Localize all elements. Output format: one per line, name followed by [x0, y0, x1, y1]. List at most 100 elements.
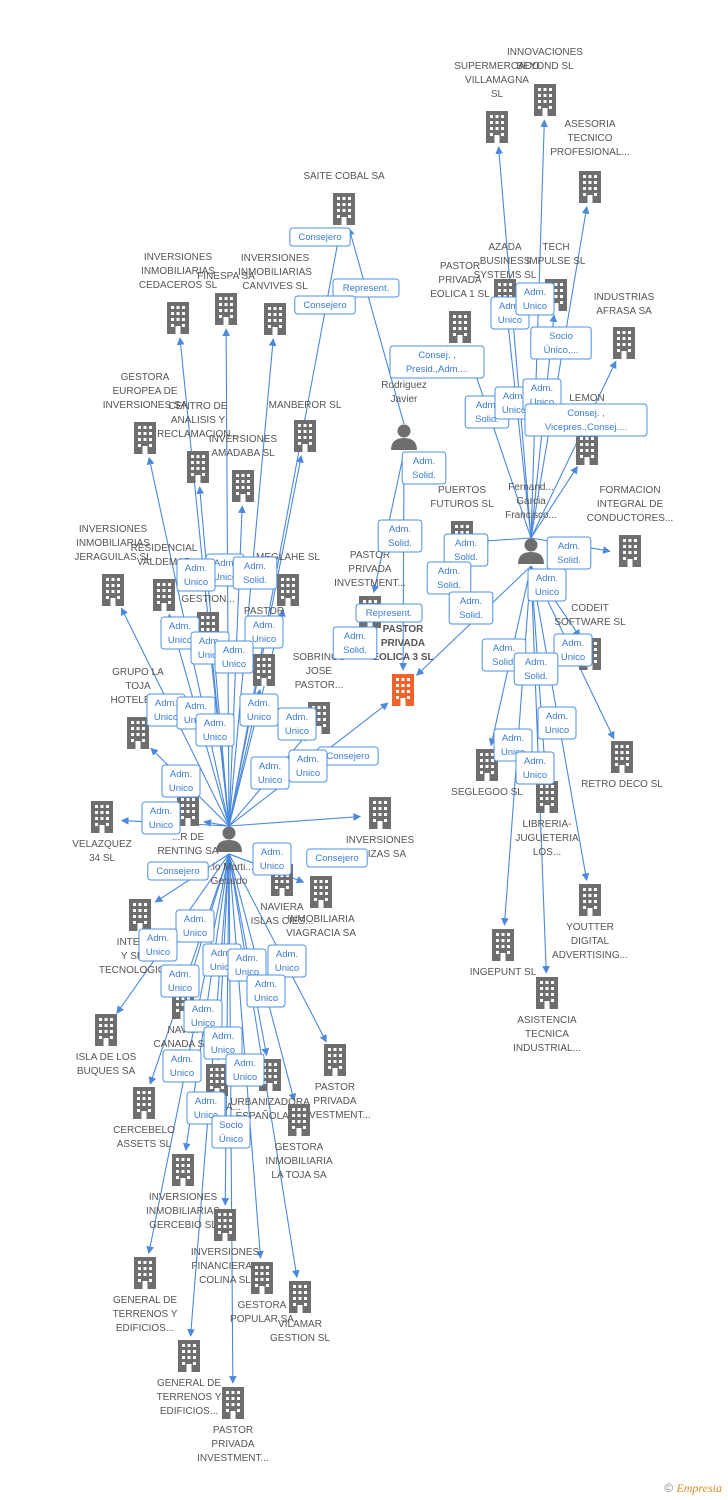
relation-label[interactable]: Adm.Unico [250, 756, 290, 790]
company-node-manberor[interactable]: MANBEROR SL [269, 400, 342, 452]
company-node-youtter[interactable]: YOUTTERDIGITALADVERTISING... [552, 884, 628, 961]
relation-label[interactable]: Adm.Solid. [377, 519, 423, 553]
relation-label[interactable]: Adm.Unico [515, 751, 555, 785]
relation-label[interactable]: Adm.Unico [227, 948, 267, 982]
relation-label[interactable]: Adm.Unico [161, 764, 201, 798]
relation-label[interactable]: Adm.Unico [183, 999, 223, 1033]
relation-label[interactable]: Adm.Unico [141, 801, 181, 835]
relation-label[interactable]: Represent. [355, 603, 423, 623]
person-node-person_fernandez[interactable]: Fernand...GarciaFrancisco... [505, 482, 557, 564]
relation-label[interactable]: Adm.Solid. [443, 533, 489, 567]
relation-label[interactable]: Adm.Unico [225, 1053, 265, 1087]
company-node-meglahe[interactable]: MEGLAHE SL [256, 552, 320, 606]
relation-label[interactable]: Consejero [306, 848, 368, 868]
company-node-grupo_toja[interactable]: GRUPO LATOJAHOTELES... [110, 667, 166, 749]
company-node-libreria[interactable]: LIBRERIA-JUGUETERIALOS... [515, 781, 579, 858]
company-node-seglegoo[interactable]: SEGLEGOO SL [451, 749, 523, 798]
relation-label[interactable]: Adm.Unico [162, 1049, 202, 1083]
company-node-pastor_inv_mid[interactable]: PASTORPRIVADAINVESTMENT... [299, 1044, 371, 1121]
relation-label[interactable]: Adm.Unico [537, 706, 577, 740]
company-node-finespa[interactable]: FINESPA SA [197, 271, 255, 325]
relation-label[interactable]: Adm.Solid. [232, 556, 278, 590]
company-node-pastor_inv_bottom[interactable]: PASTORPRIVADAINVESTMENT... [197, 1387, 269, 1464]
relation-label[interactable]: Adm.Unico [244, 615, 284, 649]
relation-label[interactable]: Adm.Unico [239, 693, 279, 727]
relation-label[interactable]: Adm.Unico [146, 693, 186, 727]
company-node-lemon[interactable]: LEMON [569, 393, 605, 465]
relation-label[interactable]: Adm.Unico [288, 749, 328, 783]
relation-label[interactable]: Consej. ,Presid.,Adm.... [389, 345, 485, 379]
relation-label[interactable]: Consejero [294, 295, 356, 315]
relation-label[interactable]: Adm.Unico [138, 928, 178, 962]
relation-label[interactable]: SocioÚnico,... [530, 326, 592, 360]
relation-label[interactable]: Adm.Solid. [332, 626, 378, 660]
relation-label[interactable]: Adm.Unico [176, 558, 216, 592]
relation-label[interactable]: Consej. ,Vicepres.,Consej.... [524, 403, 648, 437]
company-node-retro_deco[interactable]: RETRO DECO SL [581, 741, 663, 790]
relation-label[interactable]: Adm.Solid. [546, 536, 592, 570]
company-node-asistencia[interactable]: ASISTENCIATECNICAINDUSTRIAL... [513, 977, 581, 1054]
relation-label[interactable]: Adm.Unico [267, 944, 307, 978]
company-node-ingepunt[interactable]: INGEPUNT SL [470, 929, 537, 978]
company-node-inv_lizas[interactable]: INVERSIONES...LIZAS SA [346, 797, 415, 860]
relation-label[interactable]: Represent. [332, 278, 400, 298]
relation-label[interactable]: Adm.Solid. [513, 652, 559, 686]
relation-label[interactable]: Adm.Unico [203, 1026, 243, 1060]
relation-label[interactable]: Adm.Solid. [401, 451, 447, 485]
relation-label[interactable]: Adm.Unico [195, 713, 235, 747]
company-node-sobrinos[interactable]: SOBRINOSJOSEPASTOR... [293, 652, 346, 734]
person-node-person_gerardo[interactable]: ...io Marti...Gerardo [204, 826, 254, 888]
relation-label[interactable]: Adm.Solid. [426, 561, 472, 595]
relation-label[interactable]: Adm.Unico [527, 568, 567, 602]
relation-label[interactable]: Adm.Unico [214, 640, 254, 674]
relation-label[interactable]: Adm.Unico [160, 964, 200, 998]
relation-label[interactable]: Adm.Unico [553, 633, 593, 667]
relation-label[interactable]: Adm.Unico [175, 909, 215, 943]
relation-label[interactable]: Adm.Unico [515, 282, 555, 316]
relation-label[interactable]: Consejero [289, 227, 351, 247]
relation-label[interactable]: Adm.Unico [277, 707, 317, 741]
brand-logo[interactable]: Empresia [676, 1481, 722, 1495]
company-node-asesoria[interactable]: ASESORIATECNICOPROFESIONAL... [550, 119, 630, 203]
company-node-naviera_canada[interactable]: NAVI...CANADA S... [154, 987, 213, 1050]
relation-label[interactable]: Consejero [147, 861, 209, 881]
company-node-saite[interactable]: SAITE COBAL SA [303, 171, 385, 225]
relation-label[interactable]: Adm.Solid. [448, 591, 494, 625]
relation-label[interactable]: Adm.Unico [246, 974, 286, 1008]
company-node-gestion[interactable]: GESTION... [181, 594, 235, 644]
relation-label[interactable]: Adm.Unico [252, 842, 292, 876]
